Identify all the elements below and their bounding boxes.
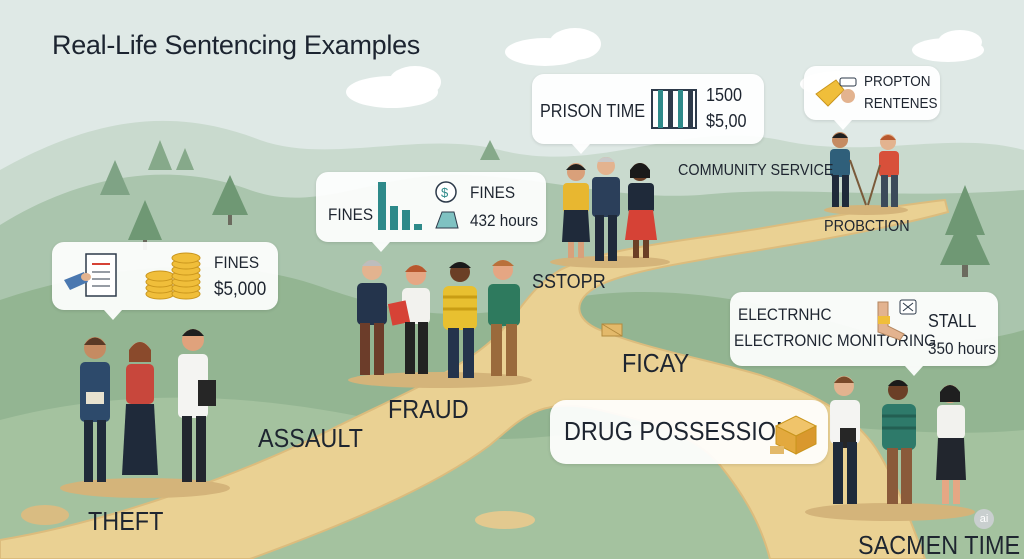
theft-fines-bubble: FINES $5,000 <box>52 242 278 320</box>
coins-icon <box>145 252 201 300</box>
prison-group <box>550 157 670 268</box>
page-title: Real-Life Sentencing Examples <box>52 30 421 60</box>
path-stone <box>475 511 535 529</box>
electronic-hours: 350 hours <box>928 339 997 358</box>
electronic-line-2: ELECTRONIC MONITORING <box>734 331 937 350</box>
theft-fines-amount: $5,000 <box>214 279 267 300</box>
money-icon: $ <box>435 181 459 229</box>
probation-line-2: RENTENES <box>864 95 938 112</box>
prison-value-2: $5,00 <box>706 111 747 131</box>
electronic-line-1: ELECTRNHC <box>738 305 832 324</box>
drug-possession-bubble: DRUG POSSESSION <box>550 400 828 464</box>
theft-label: THEFT <box>88 506 164 536</box>
trees <box>100 140 990 277</box>
fraud-fines-label-left: FINES <box>328 205 374 224</box>
ankle-monitor-icon <box>815 77 857 107</box>
assault-label: ASSAULT <box>258 423 363 453</box>
drug-possession-label: DRUG POSSESSION <box>564 416 793 446</box>
electronic-monitoring-bubble: ELECTRNHC ELECTRONIC MONITORING STALL 35… <box>730 292 998 376</box>
electronic-label-right: STALL <box>928 311 977 331</box>
community-service-group <box>824 132 908 215</box>
community-service-label: COMMUNITY SERVICE <box>678 162 834 179</box>
fraud-fines-label-right: FINES <box>470 183 516 202</box>
boxes-icon <box>770 415 818 455</box>
prison-time-bubble: PRISON TIME 1500 $5,00 <box>532 74 764 154</box>
fraud-hours: 432 hours <box>470 211 539 230</box>
ankle-monitor-icon <box>877 299 917 341</box>
svg-text:$: $ <box>441 185 449 200</box>
box-icon <box>601 323 623 337</box>
prison-time-label: PRISON TIME <box>540 101 646 121</box>
fraud-fines-bubble: FINES $ FINES 432 hours <box>316 172 546 252</box>
probction-label: PROBCTION <box>824 218 910 235</box>
ficay-label: FICAY <box>622 348 690 378</box>
prison-bars-icon <box>651 89 697 129</box>
fraud-label: FRAUD <box>388 394 469 424</box>
theft-group <box>60 329 230 498</box>
handcuffs-document-icon <box>64 253 117 297</box>
probation-bubble: PROPTON RENTENES <box>804 66 940 130</box>
bar-chart-icon <box>378 182 422 230</box>
sacmen-time-group <box>805 376 975 521</box>
path-stone <box>21 505 69 525</box>
fraud-group <box>348 260 532 388</box>
prison-value-1: 1500 <box>706 85 743 105</box>
sstopr-label: SSTOPR <box>532 271 606 293</box>
watermark-badge: ai <box>974 509 994 529</box>
sacmen-time-label: SACMEN TIME <box>858 530 1021 559</box>
theft-fines-label: FINES <box>214 253 260 272</box>
probation-line-1: PROPTON <box>864 73 931 90</box>
